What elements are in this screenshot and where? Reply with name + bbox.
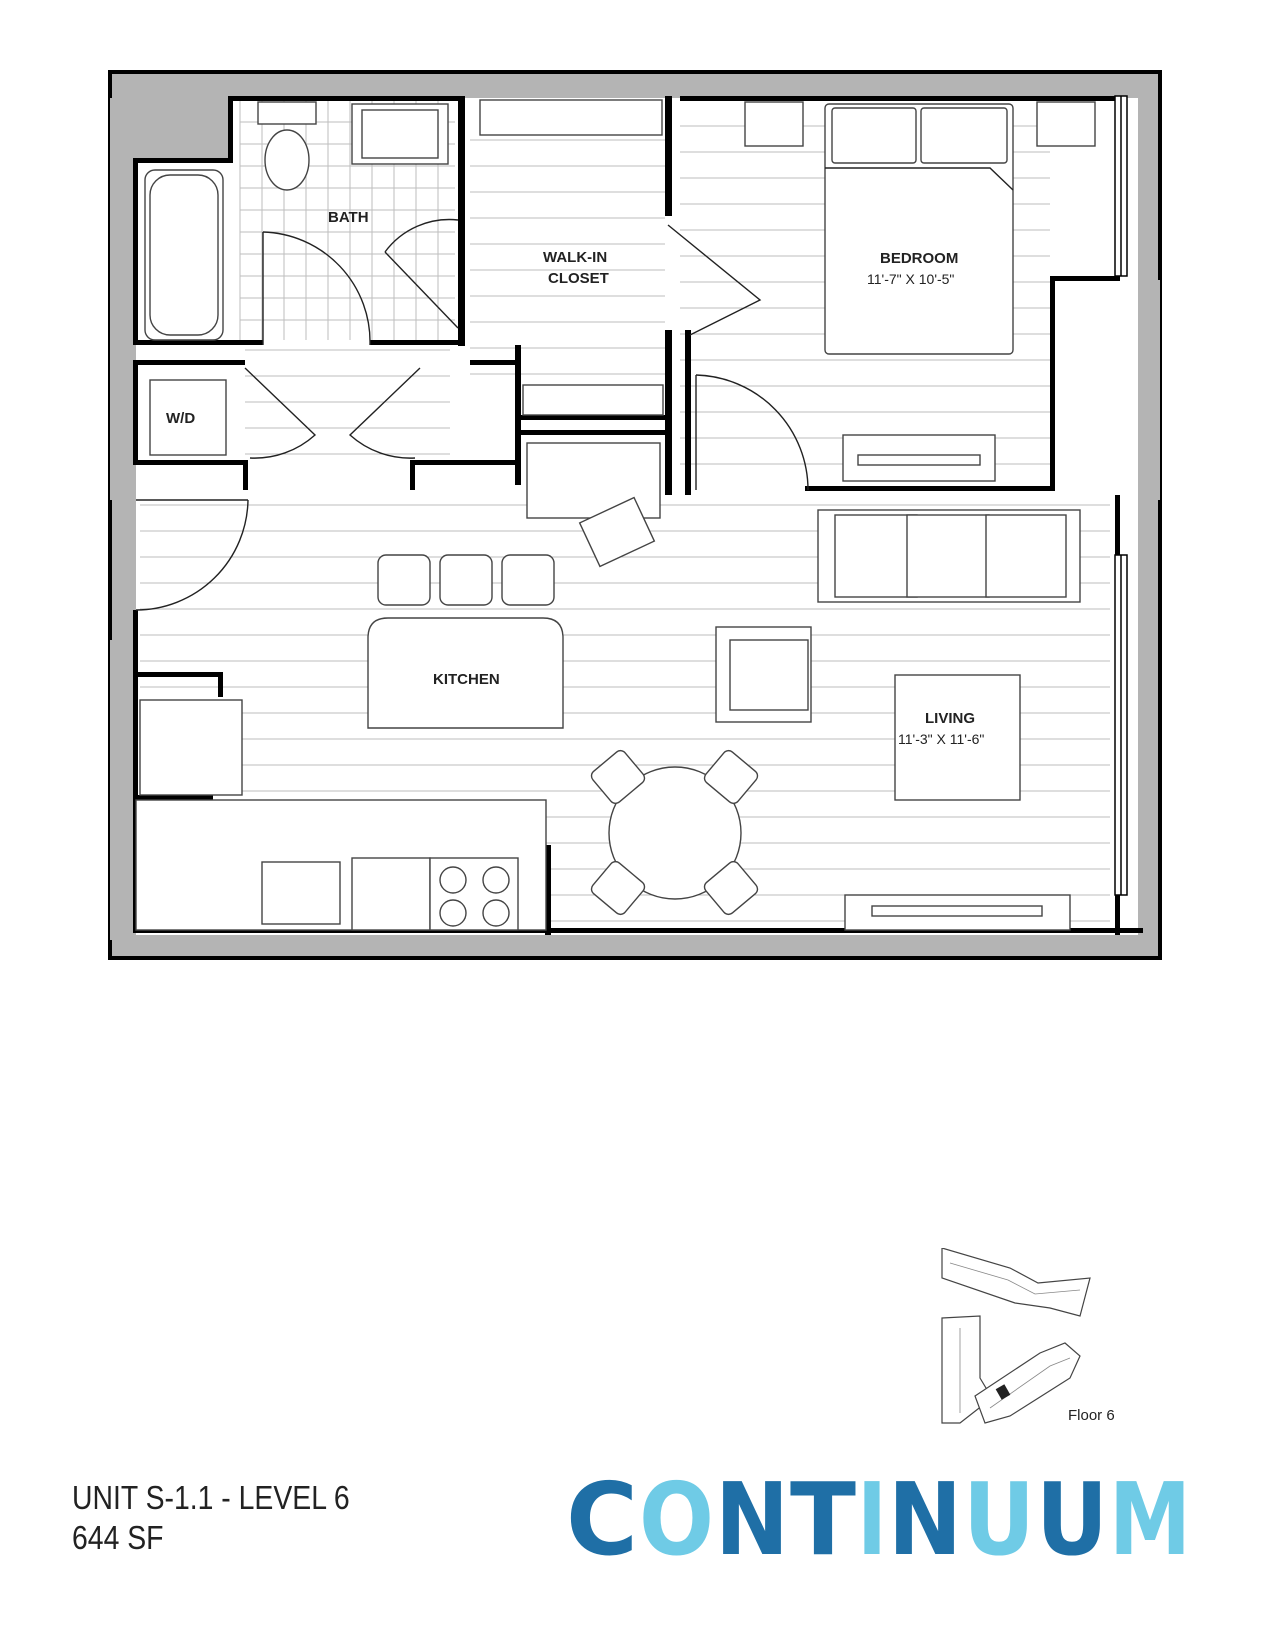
bathroom-fixtures (144, 101, 449, 456)
logo-letter: N (888, 1470, 962, 1560)
room-labels: BATH WALK-IN CLOSET BEDROOM 11'-7" X 10'… (166, 209, 984, 747)
bedroom-dim: 11'-7" X 10'-5" (867, 271, 954, 287)
bar-stool (501, 554, 555, 606)
toilet-tank (257, 101, 317, 125)
bath-label: BATH (328, 209, 369, 226)
dining-chair (703, 860, 759, 916)
unit-highlight (995, 1384, 1011, 1400)
kitchen-furniture (135, 554, 759, 931)
desk (526, 442, 661, 519)
unit-area: 644 SF (72, 1519, 164, 1556)
logo-letter: U (963, 1470, 1035, 1560)
kitchen-sink (261, 861, 341, 925)
desk-chair (578, 496, 656, 568)
unit-title: UNIT S-1.1 - LEVEL 6 (72, 1479, 350, 1516)
logo-letter: M (1109, 1470, 1191, 1560)
bathtub-inner (149, 174, 219, 336)
toilet-bowl (264, 129, 310, 191)
logo-letter: O (639, 1470, 714, 1560)
logo-letter: U (1036, 1470, 1108, 1560)
living-furniture (526, 442, 1081, 931)
keyplan-wing-right (974, 1342, 1081, 1424)
nightstand-left (744, 101, 804, 147)
keyplan-floor-label: Floor 6 (1068, 1407, 1115, 1424)
dining-chair (590, 860, 646, 916)
door-swings (135, 218, 809, 611)
dining-chair (703, 749, 759, 805)
fridge (139, 699, 243, 796)
floor-plan: BATH WALK-IN CLOSET BEDROOM 11'-7" X 10'… (108, 70, 1162, 960)
logo-letter: T (790, 1470, 856, 1560)
pillow (920, 107, 1008, 164)
keyplan-wing-top (941, 1248, 1091, 1317)
kitchen-island (367, 617, 564, 729)
walkin-label-line2: CLOSET (548, 270, 609, 287)
bedroom-furniture (744, 101, 1096, 482)
kitchen-label: KITCHEN (433, 671, 500, 688)
nightstand-right (1036, 101, 1096, 147)
bar-stool (439, 554, 493, 606)
living-dim: 11'-3" X 11'-6" (898, 731, 984, 747)
dining-table (608, 766, 742, 900)
closet-shelves (479, 99, 664, 416)
coffee-table (894, 674, 1021, 801)
wd-label: W/D (166, 410, 195, 427)
living-label: LIVING (925, 710, 975, 727)
pillow (831, 107, 917, 164)
logo-letter: N (715, 1470, 789, 1560)
logo-letter: C (566, 1470, 638, 1560)
windows (1114, 95, 1128, 896)
unit-info: UNIT S-1.1 - LEVEL 6 644 SF (72, 1478, 350, 1558)
key-plan (941, 1248, 1091, 1424)
washer-dryer (149, 379, 227, 456)
dining-chair (590, 749, 646, 805)
bedroom-label: BEDROOM (880, 250, 958, 267)
bed (824, 103, 1014, 355)
walkin-label-line1: WALK-IN (543, 249, 607, 266)
exterior-walls (108, 70, 1162, 960)
bar-stool (377, 554, 431, 606)
logo-letter: I (857, 1470, 887, 1560)
